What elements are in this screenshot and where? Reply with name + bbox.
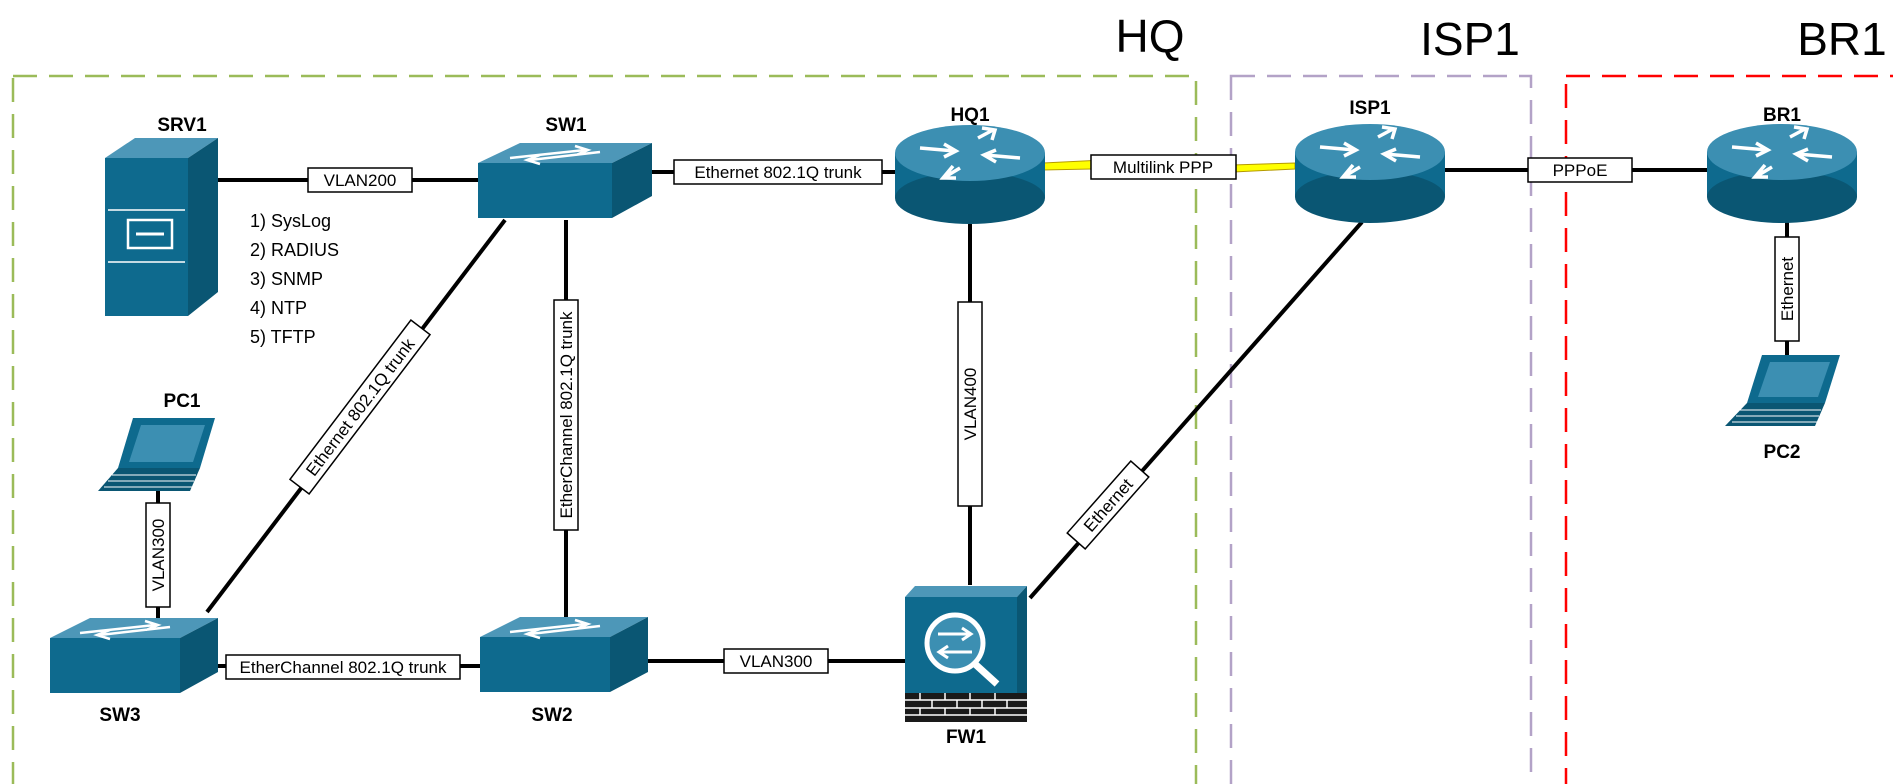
firewall-brick-base (905, 693, 1027, 722)
svg-text:VLAN400: VLAN400 (961, 368, 980, 441)
svg-text:EtherChannel 802.1Q trunk: EtherChannel 802.1Q trunk (240, 658, 447, 677)
svg-text:Multilink PPP: Multilink PPP (1113, 158, 1213, 177)
service-item: 1) SysLog (250, 211, 331, 231)
link-label-sw1-sw2: EtherChannel 802.1Q trunk (553, 299, 579, 531)
label-sw2: SW2 (531, 705, 572, 726)
svg-text:Ethernet: Ethernet (1080, 475, 1137, 536)
service-item: 4) NTP (250, 298, 307, 318)
link-label-isp1-br1: PPPoE (1527, 157, 1633, 183)
svg-text:Ethernet 802.1Q trunk: Ethernet 802.1Q trunk (302, 335, 419, 480)
service-item: 5) TFTP (250, 327, 316, 347)
svg-text:EtherChannel 802.1Q trunk: EtherChannel 802.1Q trunk (557, 311, 576, 518)
zone-isp1-title: ISP1 (1420, 13, 1520, 65)
label-fw1: FW1 (946, 727, 987, 748)
label-hq1: HQ1 (950, 105, 990, 126)
label-pc1: PC1 (164, 391, 201, 412)
router-isp1 (1295, 124, 1445, 223)
switch-sw1 (478, 143, 652, 218)
link-label-pc1-sw3: VLAN300 (145, 502, 171, 608)
label-sw3: SW3 (99, 705, 140, 726)
switch-sw2 (480, 617, 648, 692)
zone-br1-title: BR1 (1797, 13, 1886, 65)
laptop-pc1 (98, 418, 215, 491)
link-label-hq1-isp1: Multilink PPP (1090, 154, 1237, 180)
srv1-services-list: 1) SysLog 2) RADIUS 3) SNMP 4) NTP 5) TF… (250, 211, 339, 347)
router-hq1 (895, 125, 1045, 224)
service-item: 2) RADIUS (250, 240, 339, 260)
link-label-hq1-fw1: VLAN400 (957, 301, 983, 507)
link-label-sw3-sw2: EtherChannel 802.1Q trunk (225, 654, 461, 680)
laptop-pc2 (1725, 355, 1840, 426)
svg-text:Ethernet 802.1Q trunk: Ethernet 802.1Q trunk (694, 163, 862, 182)
svg-text:Ethernet: Ethernet (1778, 257, 1797, 322)
server-icon (126, 218, 174, 250)
link-label-br1-pc2: Ethernet (1774, 236, 1800, 342)
svg-text:VLAN300: VLAN300 (740, 652, 813, 671)
label-pc2: PC2 (1764, 442, 1801, 463)
server-srv1 (105, 138, 218, 316)
svg-text:PPPoE: PPPoE (1553, 161, 1608, 180)
firewall-fw1 (905, 586, 1027, 722)
magnifier-icon (924, 612, 986, 674)
service-item: 3) SNMP (250, 269, 323, 289)
link-label-isp1-fw1: Ethernet (1066, 460, 1150, 550)
label-srv1: SRV1 (157, 115, 207, 136)
label-br1: BR1 (1763, 105, 1801, 126)
link-label-sw1-hq1: Ethernet 802.1Q trunk (673, 159, 883, 185)
svg-text:VLAN300: VLAN300 (149, 519, 168, 592)
switch-sw3 (50, 618, 218, 693)
label-sw1: SW1 (545, 115, 587, 136)
zone-hq-title: HQ (1116, 10, 1185, 62)
link-label-sw2-fw1: VLAN300 (723, 648, 829, 674)
zone-isp1-boundary (1229, 74, 1533, 784)
link-label-srv1-sw1: VLAN200 (307, 167, 413, 193)
label-isp1: ISP1 (1349, 98, 1391, 119)
svg-text:VLAN200: VLAN200 (324, 171, 397, 190)
zone-hq-boundary (11, 74, 1198, 784)
router-br1 (1707, 124, 1857, 223)
